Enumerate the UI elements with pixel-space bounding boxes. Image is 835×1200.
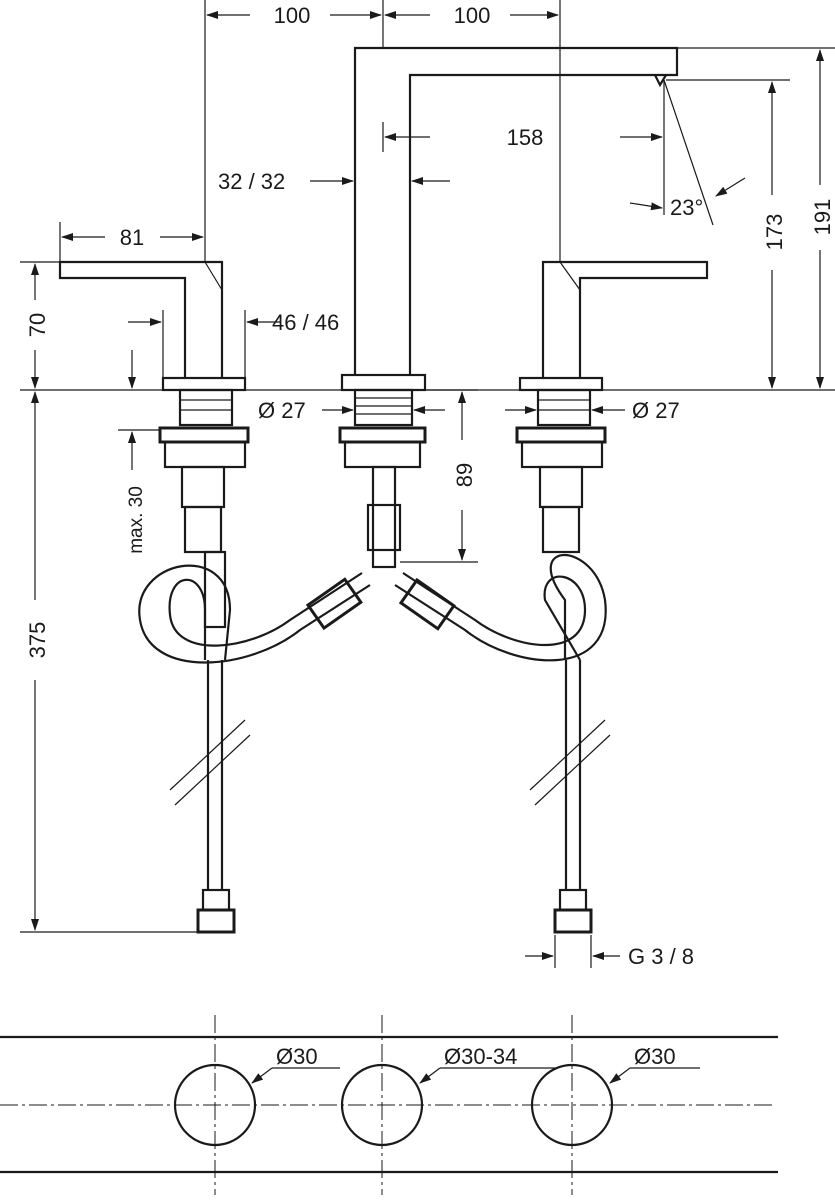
handle-height-dimension: 70 [20, 261, 60, 389]
dim-handle-height: 70 [25, 313, 50, 337]
label-left-hole: Ø30 [276, 1044, 318, 1069]
left-handle [58, 260, 250, 934]
top-spacing-dimension: 100 100 [204, 0, 561, 262]
dim-top-right: 100 [454, 3, 491, 28]
handle-body-dimension: 46 / 46 [128, 310, 339, 378]
left-hole [173, 1063, 257, 1147]
right-handle [515, 260, 709, 934]
dim-handle-body: 46 / 46 [272, 310, 339, 335]
dim-max-deck: max. 30 [126, 486, 147, 554]
spout-angle-dimension: 23° [629, 79, 746, 226]
spout-width-dimension: 32 / 32 [218, 169, 450, 194]
thread-dimension: G 3 / 8 [525, 935, 694, 969]
label-center-hole: Ø30-34 [444, 1044, 517, 1069]
dim-lever-length: 81 [120, 225, 144, 250]
left-break-marks [169, 719, 251, 806]
right-hole [530, 1063, 614, 1147]
dim-spout-reach: 158 [507, 125, 544, 150]
dim-spout-shank: 89 [452, 463, 477, 487]
right-shank-dimension: Ø 27 [505, 398, 680, 423]
spout-reach-dimension: 158 [382, 80, 665, 215]
dim-total-height: 191 [810, 199, 835, 236]
dim-spout-width: 32 / 32 [218, 169, 285, 194]
right-hose [394, 554, 607, 662]
spout-height-dimensions: 173 191 [666, 47, 835, 389]
dim-left-shank: Ø 27 [258, 398, 306, 423]
right-break-marks [529, 719, 611, 806]
dim-top-left: 100 [274, 3, 311, 28]
supply-length-dimension: 375 [20, 391, 198, 933]
left-hose [138, 564, 371, 664]
deck-thickness-dimension: max. 30 [118, 350, 160, 554]
center-hole [340, 1063, 424, 1147]
dim-thread: G 3 / 8 [628, 944, 694, 969]
label-right-hole: Ø30 [634, 1044, 676, 1069]
dim-supply-length: 375 [25, 622, 50, 659]
dim-right-shank: Ø 27 [632, 398, 680, 423]
dim-spout-angle: 23° [670, 195, 703, 220]
plan-view: Ø30 Ø30-34 Ø30 [0, 1015, 778, 1195]
lever-length-dimension: 81 [59, 222, 204, 262]
spout [338, 46, 679, 569]
dim-outlet-height: 173 [762, 214, 787, 251]
spout-shank-dimension: 89 [400, 389, 478, 563]
left-shank-dimension: Ø 27 [258, 398, 445, 423]
